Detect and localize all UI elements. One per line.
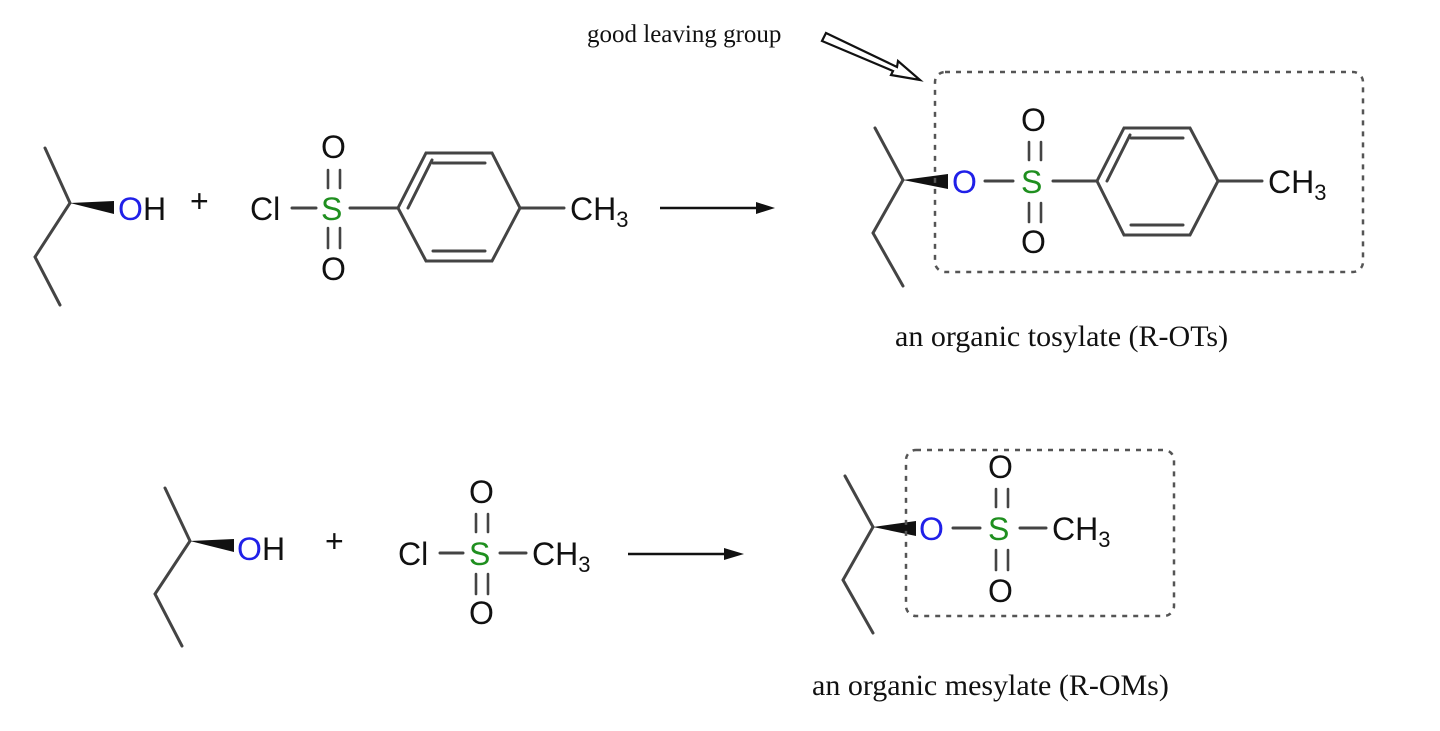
plus-sign: +: [325, 523, 344, 559]
aromatic-double-bond: [1105, 133, 1132, 183]
wedge-bond: [70, 201, 114, 214]
carbon-chain-bond: [33, 146, 72, 307]
methyl-group: CH3: [570, 191, 628, 232]
reaction-mesylation: O H + Cl S O O CH3 O S: [153, 448, 1176, 702]
reaction-tosylation: O H + Cl S O O CH3: [33, 21, 1365, 353]
sulfur-atom: S: [321, 191, 342, 227]
chlorine-atom: Cl: [250, 191, 280, 227]
oxygen-atom: O: [1021, 224, 1046, 260]
sulfur-atom: S: [469, 536, 490, 572]
oxygen-atom: O: [988, 449, 1013, 485]
tosylate-product: O S O O CH3: [871, 70, 1365, 288]
mesyl-chloride: Cl S O O CH3: [398, 474, 590, 631]
arrowhead: [724, 548, 744, 560]
chlorine-atom: Cl: [398, 536, 428, 572]
sulfur-atom: S: [988, 511, 1009, 547]
oxygen-atom: O: [469, 474, 494, 510]
hydroxyl-hydrogen: H: [143, 191, 166, 227]
oxygen-atom: O: [321, 251, 346, 287]
wedge-bond: [903, 174, 948, 189]
leaving-group-annotation: good leaving group: [587, 21, 924, 82]
methyl-group: CH3: [1268, 164, 1326, 205]
oxygen-atom: O: [469, 595, 494, 631]
butanol-reactant-2: O H: [153, 486, 285, 648]
tosylate-caption: an organic tosylate (R-OTs): [895, 320, 1228, 353]
carbon-chain-bond: [871, 126, 905, 288]
mesylate-product: O S O O CH3: [841, 448, 1176, 635]
sulfur-atom: S: [1021, 164, 1042, 200]
wedge-bond: [873, 521, 916, 536]
arrowhead: [756, 202, 775, 214]
butanol-reactant-1: O H: [33, 146, 166, 307]
carbon-chain-bond: [841, 474, 875, 635]
reaction-arrow-1: [660, 202, 775, 214]
wedge-bond: [190, 539, 234, 552]
leaving-group-label: good leaving group: [587, 21, 781, 48]
mesyl-group-box: [904, 448, 1176, 618]
oxygen-atom: O: [1021, 102, 1046, 138]
hydroxyl-oxygen: O: [237, 531, 262, 567]
aromatic-double-bond: [406, 158, 434, 210]
plus-sign: +: [190, 183, 209, 219]
reaction-arrow-2: [628, 548, 744, 560]
mesylate-caption: an organic mesylate (R-OMs): [812, 669, 1169, 702]
carbon-chain-bond: [153, 486, 192, 648]
oxygen-atom: O: [321, 129, 346, 165]
benzene-ring: [396, 151, 522, 263]
methyl-group: CH3: [532, 536, 590, 577]
hollow-arrow-icon: [820, 31, 924, 82]
benzene-ring: [1095, 126, 1220, 237]
ester-oxygen: O: [919, 511, 944, 547]
oxygen-atom: O: [988, 573, 1013, 609]
hydroxyl-hydrogen: H: [262, 531, 285, 567]
methyl-group: CH3: [1052, 511, 1110, 552]
hydroxyl-oxygen: O: [118, 191, 143, 227]
ester-oxygen: O: [952, 164, 977, 200]
tosyl-chloride: Cl S O O CH3: [250, 129, 628, 287]
